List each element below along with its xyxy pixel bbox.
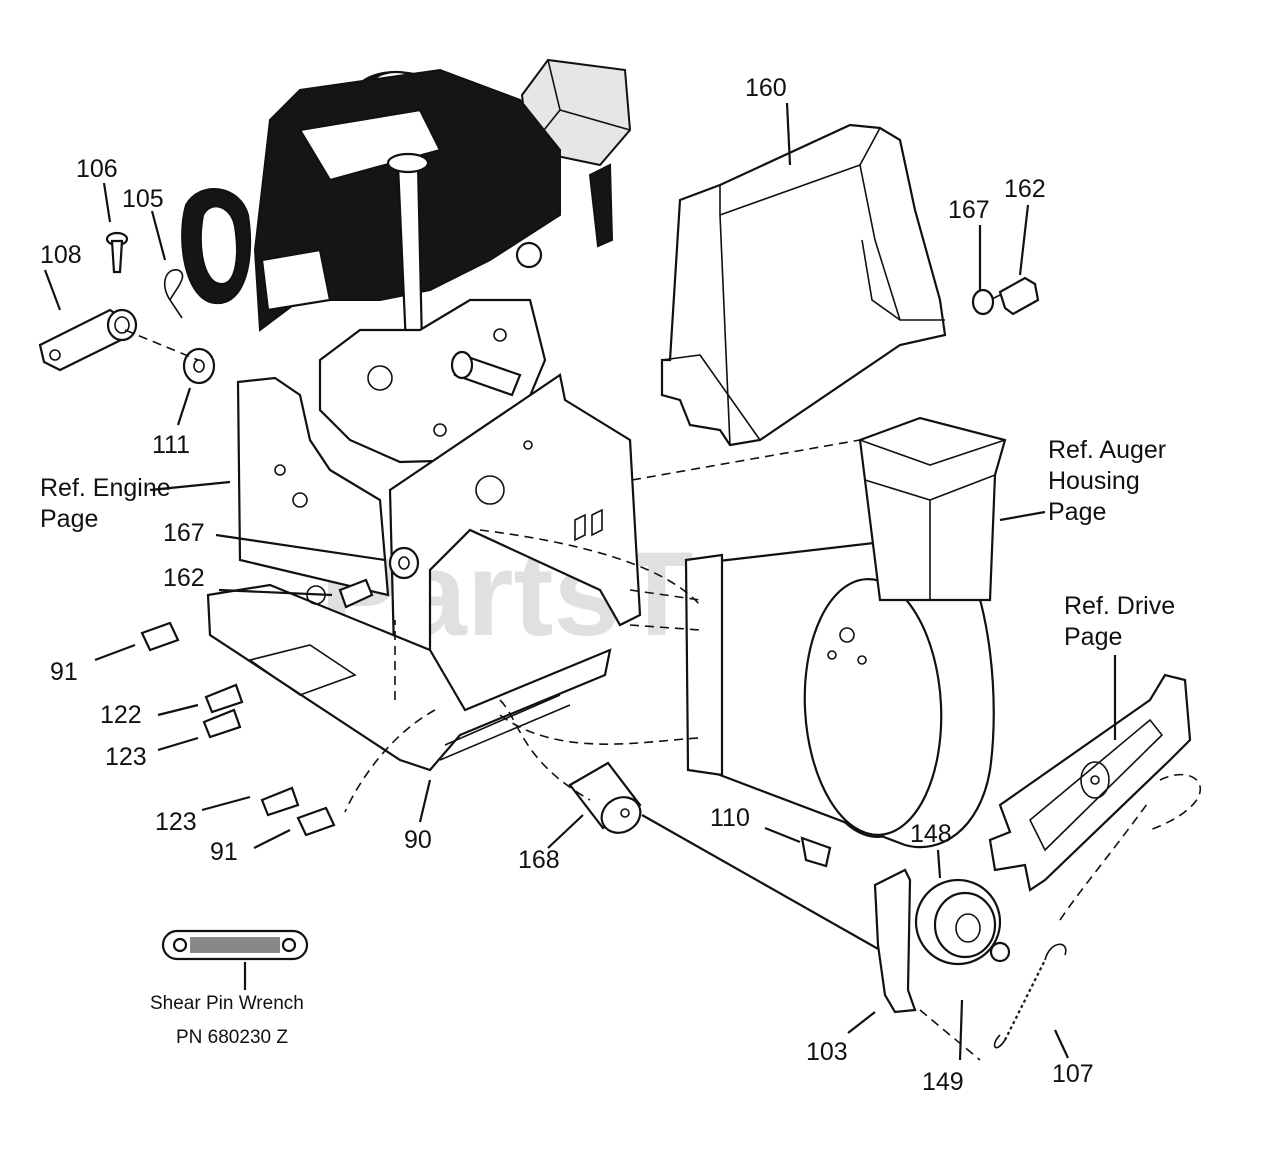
ref-engine-line-2: Page: [40, 505, 98, 533]
part-91-bolt-a: [140, 621, 180, 652]
callout-148: 148: [910, 820, 952, 848]
ref-engine-line-1: Ref. Engine: [40, 474, 171, 502]
part-168-roller: [568, 761, 642, 834]
callout-91-b: 91: [210, 838, 238, 866]
part-167-washer-right: [971, 288, 995, 316]
ref-drive-line-1: Ref. Drive: [1064, 592, 1175, 620]
part-162-bolt-right: [989, 276, 1040, 316]
part-123-bolt-b: [260, 786, 300, 817]
wrench-name: Shear Pin Wrench: [150, 993, 304, 1014]
part-162-bolt-left: [338, 578, 374, 609]
callout-160: 160: [745, 74, 787, 102]
part-149-nut: [989, 941, 1011, 963]
part-122-bolt: [204, 683, 244, 714]
chute-cover-160: [660, 123, 947, 447]
drive-bracket: [988, 673, 1192, 892]
callout-108: 108: [40, 241, 82, 269]
engine-assembly: [181, 58, 632, 464]
idler-shaft-rod: [641, 814, 881, 951]
callout-167-left: 167: [163, 519, 205, 547]
callout-168: 168: [518, 846, 560, 874]
part-106-pin: [105, 231, 129, 274]
callout-123-a: 123: [105, 743, 147, 771]
callout-123-b: 123: [155, 808, 197, 836]
part-148-pulley: [914, 878, 1002, 966]
callout-107: 107: [1052, 1060, 1094, 1088]
callout-105: 105: [122, 185, 164, 213]
shear-pin-wrench: [161, 929, 309, 961]
part-123-bolt-a: [202, 708, 242, 739]
part-107-spring: [993, 943, 1067, 1049]
callout-90: 90: [404, 826, 432, 854]
part-108-link: [38, 308, 138, 372]
part-91-bolt-b: [296, 806, 336, 837]
ref-auger-line-3: Page: [1048, 498, 1106, 526]
auger-housing: [684, 416, 1007, 849]
part-103-idler-arm: [873, 868, 917, 1014]
callout-167-right: 167: [948, 196, 990, 224]
reference-notes: Ref. Engine Page Ref. Auger Housing Page…: [40, 436, 1175, 651]
part-111-washer: [182, 347, 216, 385]
callout-labels: 160 106 105 108 111 167 162 167 162 91 1…: [40, 74, 1094, 1096]
callout-149: 149: [922, 1068, 964, 1096]
callout-91-a: 91: [50, 658, 78, 686]
callout-110: 110: [710, 804, 750, 832]
callout-103: 103: [806, 1038, 848, 1066]
ref-drive-line-2: Page: [1064, 623, 1122, 651]
part-167-washer-left: [388, 546, 420, 580]
callout-162-left: 162: [163, 564, 205, 592]
leader-lines: [43, 102, 1201, 1061]
part-105-hairpin: [163, 269, 184, 319]
callout-111: 111: [152, 431, 190, 459]
frame-90: [206, 373, 642, 772]
wrench-part-number: PN 680230 Z: [176, 1027, 288, 1048]
callout-106: 106: [76, 155, 118, 183]
callout-162-right: 162: [1004, 175, 1046, 203]
ref-auger-line-2: Housing: [1048, 467, 1140, 495]
callout-122: 122: [100, 701, 142, 729]
ref-auger-line-1: Ref. Auger: [1048, 436, 1166, 464]
part-110-bolt: [800, 836, 832, 868]
